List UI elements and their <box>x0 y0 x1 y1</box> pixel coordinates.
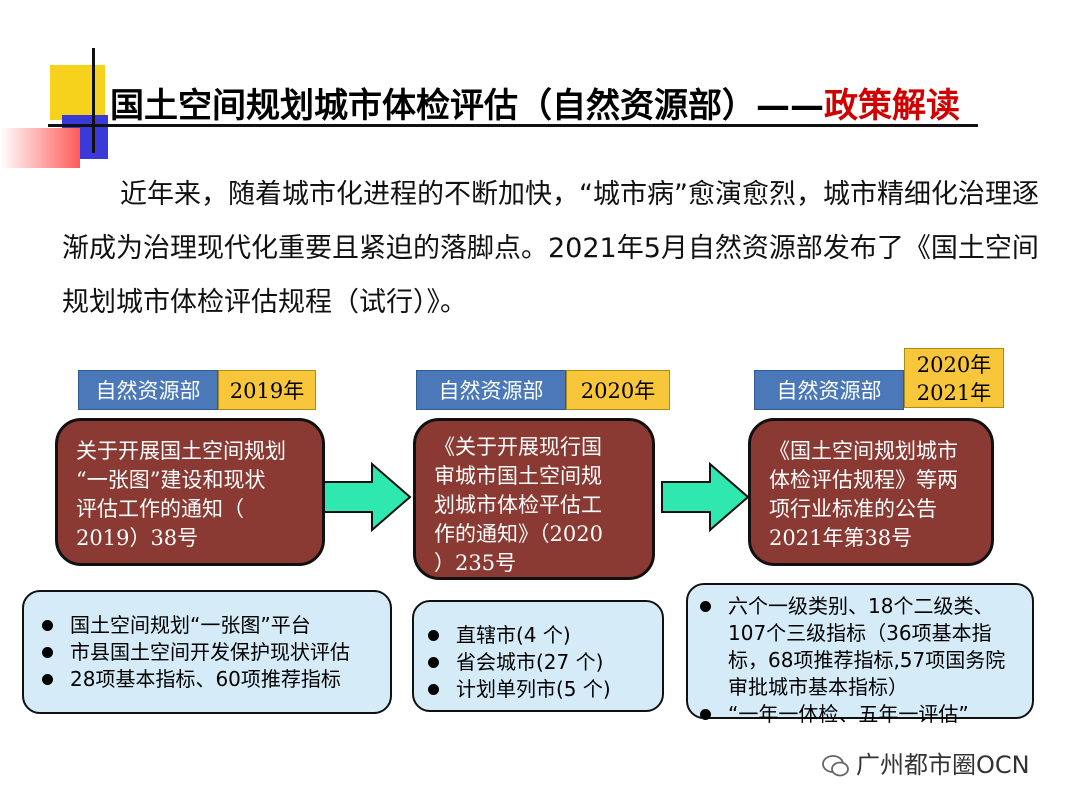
title-main: 国土空间规划城市体检评估（自然资源部）—— <box>110 86 824 126</box>
arrow-right-icon <box>323 462 412 532</box>
stage-3-document: 《国土空间规划城市 体检评估规程》等两 项行业标准的公告 2021年第38号 <box>748 418 994 566</box>
decor-red-gradient <box>0 128 80 168</box>
intro-paragraph: 近年来，随着城市化进程的不断加快，“城市病”愈演愈烈，城市精细化治理逐渐成为治理… <box>62 179 1039 318</box>
list-item: 国土空间规划“一张图”平台 <box>36 612 380 639</box>
wechat-icon <box>822 755 849 777</box>
stage-1-year: 2019年 <box>218 370 316 410</box>
list-item: 省会城市(27 个) <box>422 649 652 676</box>
decor-horizontal-line <box>48 124 978 127</box>
bullet-icon <box>700 601 711 612</box>
bullet-icon <box>42 620 53 631</box>
stage-1-org: 自然资源部 <box>78 370 218 410</box>
title-sub: 政策解读 <box>824 86 960 126</box>
bullet-icon <box>428 630 439 641</box>
credit-text: 广州都市圈OCN <box>856 751 1030 779</box>
bullet-icon <box>428 684 439 695</box>
stage-2-document: 《关于开展现行国 审城市国土空间规 划城市体检平估工 作的通知》（2020 ）2… <box>413 418 655 580</box>
stage-2-year: 2020年 <box>566 370 670 410</box>
stage-2-tag: 自然资源部 2020年 <box>416 370 670 410</box>
source-credit: 广州都市圈OCN <box>822 745 1030 780</box>
stage-1-tag: 自然资源部 2019年 <box>78 370 316 410</box>
list-item: 六个一级类别、18个二级类、107个三级指标（36项基本指标，68项推荐指标,5… <box>694 593 1022 701</box>
list-item: 直辖市(4 个) <box>422 622 652 649</box>
stage-2-org: 自然资源部 <box>416 370 566 410</box>
list-item: 市县国土空间开发保护现状评估 <box>36 639 380 666</box>
page-title: 国土空间规划城市体检评估（自然资源部）——政策解读 <box>110 78 960 127</box>
decor-vertical-line <box>92 48 95 153</box>
bullet-icon <box>42 674 53 685</box>
decor-yellow-square <box>50 65 105 120</box>
stage-1-document: 关于开展国土空间规划 “一张图”建设和现状 评估工作的通知（ 2019）38号 <box>55 418 325 566</box>
stage-3-points: 六个一级类别、18个二级类、107个三级指标（36项基本指标，68项推荐指标,5… <box>686 583 1034 726</box>
stage-2-points: 直辖市(4 个) 省会城市(27 个) 计划单列市(5 个) <box>412 600 664 712</box>
stage-1-points: 国土空间规划“一张图”平台 市县国土空间开发保护现状评估 28项基本指标、60项… <box>22 590 392 714</box>
arrow-right-icon <box>661 462 750 532</box>
bullet-icon <box>42 647 53 658</box>
list-item: “一年一体检、五年一评估” <box>694 701 1022 728</box>
bullet-icon <box>700 709 711 720</box>
stage-3-org: 自然资源部 <box>754 370 904 410</box>
list-item: 28项基本指标、60项推荐指标 <box>36 666 380 693</box>
bullet-icon <box>428 657 439 668</box>
list-item: 计划单列市(5 个) <box>422 676 652 703</box>
